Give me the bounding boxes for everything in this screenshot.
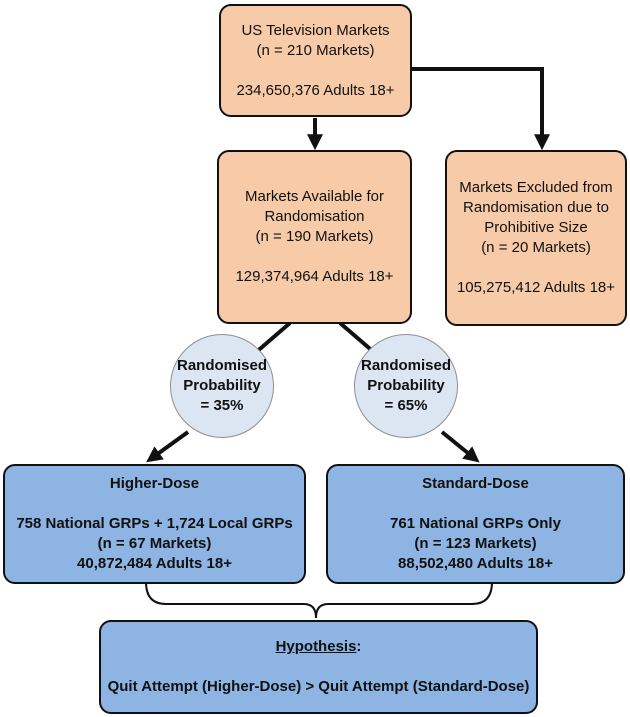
prob-right-line3: = 65% <box>384 397 428 414</box>
arrow-right-probability-to-standard <box>440 430 480 463</box>
available-box-line1: Markets Available for <box>245 188 384 205</box>
probability-65-circle: Randomised Probability = 65% <box>354 334 458 438</box>
prob-left-line2: Probability <box>183 377 261 394</box>
prob-left-line3: = 35% <box>200 397 244 414</box>
available-box-adults: 129,374,964 Adults 18+ <box>235 268 394 285</box>
arrow-top-to-excluded <box>411 67 550 151</box>
brace-to-hypothesis <box>145 581 493 619</box>
higher-dose-box: Higher-Dose 758 National GRPs + 1,724 Lo… <box>3 464 306 584</box>
hypothesis-colon: : <box>356 638 362 655</box>
excluded-box-line3: Prohibitive Size <box>484 219 588 236</box>
higher-box-markets: (n = 67 Markets) <box>97 535 212 552</box>
hypothesis-statement: Quit Attempt (Higher-Dose) > Quit Attemp… <box>107 678 530 695</box>
prob-right-line1: Randomised <box>360 357 451 374</box>
prob-left-line1: Randomised <box>176 357 267 374</box>
us-television-markets-box: US Television Markets (n = 210 Markets) … <box>219 4 412 117</box>
top-box-markets: (n = 210 Markets) <box>256 41 375 59</box>
markets-available-box: Markets Available for Randomisation (n =… <box>217 150 412 324</box>
standard-box-title: Standard-Dose <box>422 475 529 492</box>
probability-35-circle: Randomised Probability = 35% <box>170 334 274 438</box>
excluded-box-line1: Markets Excluded from <box>459 179 613 196</box>
higher-box-title: Higher-Dose <box>109 475 200 492</box>
excluded-box-markets: (n = 20 Markets) <box>481 239 591 256</box>
available-box-line2: Randomisation <box>264 208 365 225</box>
available-box-markets: (n = 190 Markets) <box>255 228 374 245</box>
standard-dose-box: Standard-Dose 761 National GRPs Only (n … <box>326 464 625 584</box>
excluded-box-line2: Randomisation due to <box>463 199 609 216</box>
arrow-left-probability-to-higher <box>146 430 190 463</box>
prob-right-line2: Probability <box>367 377 445 394</box>
hypothesis-title: Hypothesis <box>275 638 357 655</box>
markets-excluded-box: Markets Excluded from Randomisation due … <box>445 150 627 326</box>
standard-box-grps: 761 National GRPs Only <box>390 515 561 532</box>
top-box-title: US Television Markets <box>241 21 390 39</box>
standard-box-adults: 88,502,480 Adults 18+ <box>398 555 553 572</box>
hypothesis-box: Hypothesis: Quit Attempt (Higher-Dose) >… <box>99 620 538 714</box>
excluded-box-adults: 105,275,412 Adults 18+ <box>456 279 616 296</box>
standard-box-markets: (n = 123 Markets) <box>414 535 537 552</box>
higher-box-adults: 40,872,484 Adults 18+ <box>77 555 232 572</box>
higher-box-grps: 758 National GRPs + 1,724 Local GRPs <box>16 515 293 532</box>
top-box-adults: 234,650,376 Adults 18+ <box>236 81 395 99</box>
hypothesis-heading: Hypothesis: <box>276 637 362 657</box>
